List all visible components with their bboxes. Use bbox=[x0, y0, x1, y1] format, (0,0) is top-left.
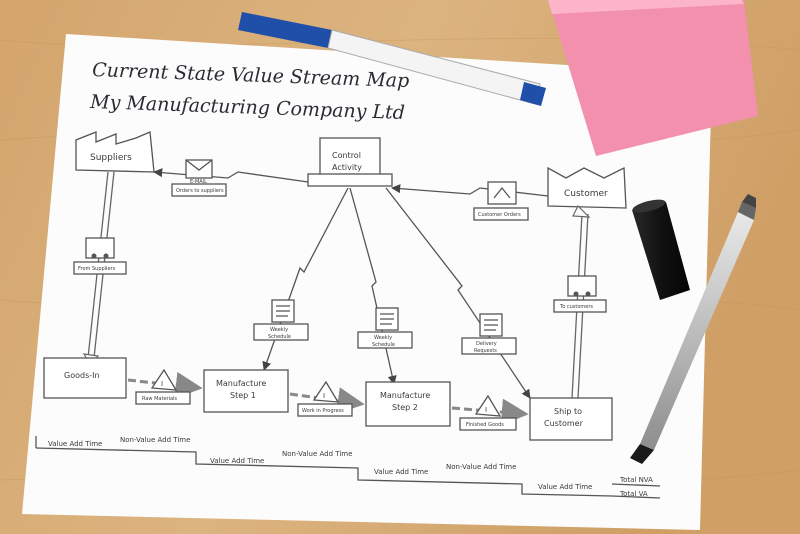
factory-icon bbox=[547, 166, 627, 209]
svg-text:Customer: Customer bbox=[564, 189, 608, 199]
svg-text:To customers: To customers bbox=[559, 304, 593, 310]
truck-icon bbox=[567, 275, 597, 297]
svg-text:Non-Value Add Time: Non-Value Add Time bbox=[282, 450, 352, 458]
timeline-ladder: Value Add Time Non-Value Add Time Value … bbox=[35, 436, 661, 499]
svg-text:Value Add Time: Value Add Time bbox=[538, 483, 592, 491]
weekly-schedule-tag-1: Weekly Schedule bbox=[253, 299, 309, 341]
svg-text:Step 2: Step 2 bbox=[392, 403, 418, 412]
suppliers-node: Suppliers bbox=[75, 131, 155, 173]
inventory-triangle-icon bbox=[150, 368, 178, 391]
svg-text:Step 1: Step 1 bbox=[230, 391, 256, 400]
customer-node: Customer bbox=[547, 166, 627, 209]
manufacture-step-2-box: Manufacture Step 2 bbox=[365, 381, 451, 427]
inventory-triangle-icon bbox=[474, 394, 502, 417]
inventory-work-in-progress: I Work in Progress bbox=[297, 380, 353, 417]
suppliers-label: Suppliers bbox=[90, 153, 132, 163]
svg-text:Manufacture: Manufacture bbox=[216, 379, 266, 388]
svg-text:Delivery: Delivery bbox=[476, 341, 497, 347]
manufacture-step-1-box: Manufacture Step 1 bbox=[203, 369, 289, 413]
svg-text:I: I bbox=[161, 380, 163, 388]
control-activity-node: Control Activity bbox=[307, 137, 393, 187]
svg-text:Non-Value Add Time: Non-Value Add Time bbox=[446, 463, 516, 471]
customer-delivery-arrow: To customers bbox=[553, 204, 607, 399]
svg-text:Finished Goods: Finished Goods bbox=[466, 422, 504, 428]
svg-text:Ship to: Ship to bbox=[554, 407, 582, 416]
sticky-note bbox=[548, 0, 758, 156]
weekly-schedule-tag-2: Weekly Schedule bbox=[357, 307, 413, 349]
svg-text:E-MAIL: E-MAIL bbox=[190, 179, 207, 185]
svg-text:Non-Value Add Time: Non-Value Add Time bbox=[120, 436, 190, 444]
svg-text:Customer Orders: Customer Orders bbox=[478, 212, 521, 218]
svg-text:Manufacture: Manufacture bbox=[380, 391, 430, 400]
svg-text:Weekly: Weekly bbox=[270, 327, 288, 333]
svg-text:Work in Progress: Work in Progress bbox=[302, 408, 344, 414]
svg-text:Value Add Time: Value Add Time bbox=[210, 457, 264, 465]
blue-marker bbox=[238, 12, 546, 106]
svg-text:From Suppliers: From Suppliers bbox=[78, 266, 116, 272]
svg-text:Customer: Customer bbox=[544, 419, 584, 428]
inventory-triangle-icon bbox=[312, 380, 340, 403]
svg-text:Value Add Time: Value Add Time bbox=[374, 468, 428, 476]
svg-text:Schedule: Schedule bbox=[372, 342, 395, 348]
svg-text:Schedule: Schedule bbox=[268, 334, 291, 340]
truck-icon bbox=[85, 237, 115, 259]
customer-orders-tag: Customer Orders bbox=[473, 181, 529, 221]
ship-to-customer-box: Ship to Customer bbox=[529, 397, 613, 441]
svg-text:Orders to suppliers: Orders to suppliers bbox=[176, 188, 224, 194]
svg-text:Control: Control bbox=[332, 151, 361, 160]
svg-text:Weekly: Weekly bbox=[374, 335, 392, 341]
inventory-raw-materials: I Raw Materials bbox=[135, 368, 191, 405]
supplier-delivery-arrow: From Suppliers bbox=[73, 171, 127, 368]
telephone-icon bbox=[487, 181, 517, 205]
svg-text:Goods-In: Goods-In bbox=[64, 371, 100, 380]
svg-text:Total NVA: Total NVA bbox=[619, 476, 653, 484]
svg-text:Value Add Time: Value Add Time bbox=[48, 440, 102, 448]
svg-text:Requests: Requests bbox=[474, 348, 497, 354]
delivery-requests-tag: Delivery Requests bbox=[461, 313, 517, 355]
inventory-finished-goods: I Finished Goods bbox=[459, 394, 517, 431]
svg-text:Total VA: Total VA bbox=[619, 490, 648, 498]
pen bbox=[630, 194, 756, 464]
svg-text:I: I bbox=[485, 406, 487, 414]
svg-text:Raw Materials: Raw Materials bbox=[142, 396, 177, 402]
factory-icon bbox=[75, 131, 155, 173]
svg-text:Activity: Activity bbox=[332, 163, 362, 172]
email-tag: E-MAIL Orders to suppliers bbox=[171, 159, 227, 197]
goods-in-box: Goods-In bbox=[43, 357, 127, 399]
marker-cap bbox=[632, 199, 690, 300]
svg-text:I: I bbox=[323, 392, 325, 400]
